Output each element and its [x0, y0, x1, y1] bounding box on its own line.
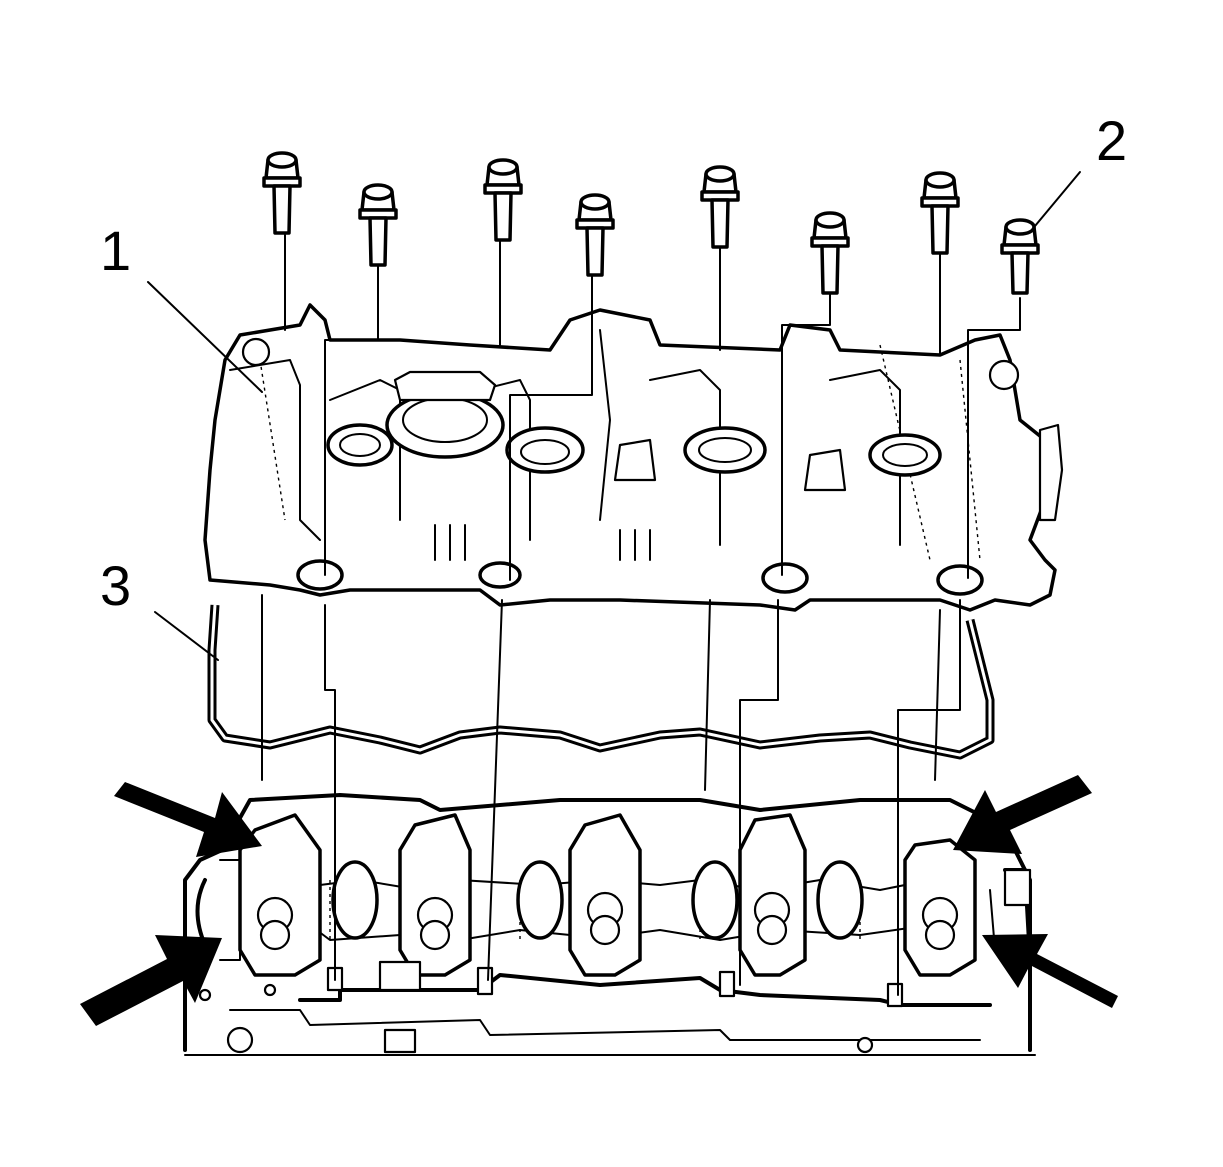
callout-3: 3 [100, 554, 131, 617]
bolt [810, 211, 850, 295]
bolt [575, 193, 615, 277]
arrow-icon [114, 782, 262, 857]
cylinder-head [183, 793, 1036, 1056]
bolt [700, 165, 740, 249]
cover-part-1 [203, 303, 1064, 612]
gasket-part-3 [207, 604, 995, 760]
sealant-arrows [80, 775, 1118, 1026]
bolt [483, 158, 523, 242]
callout-1: 1 [100, 219, 131, 282]
arrow-icon [80, 935, 222, 1026]
bolt [358, 183, 398, 267]
alignment-lines [261, 234, 1021, 996]
callout-leaders [147, 171, 1081, 661]
bolts-part-2 [262, 151, 1040, 295]
bolt [1000, 218, 1040, 295]
arrow-icon [982, 934, 1118, 1008]
arrow-icon [953, 775, 1092, 854]
bolt [920, 171, 960, 255]
callout-2: 2 [1096, 109, 1127, 172]
bolt [262, 151, 302, 235]
